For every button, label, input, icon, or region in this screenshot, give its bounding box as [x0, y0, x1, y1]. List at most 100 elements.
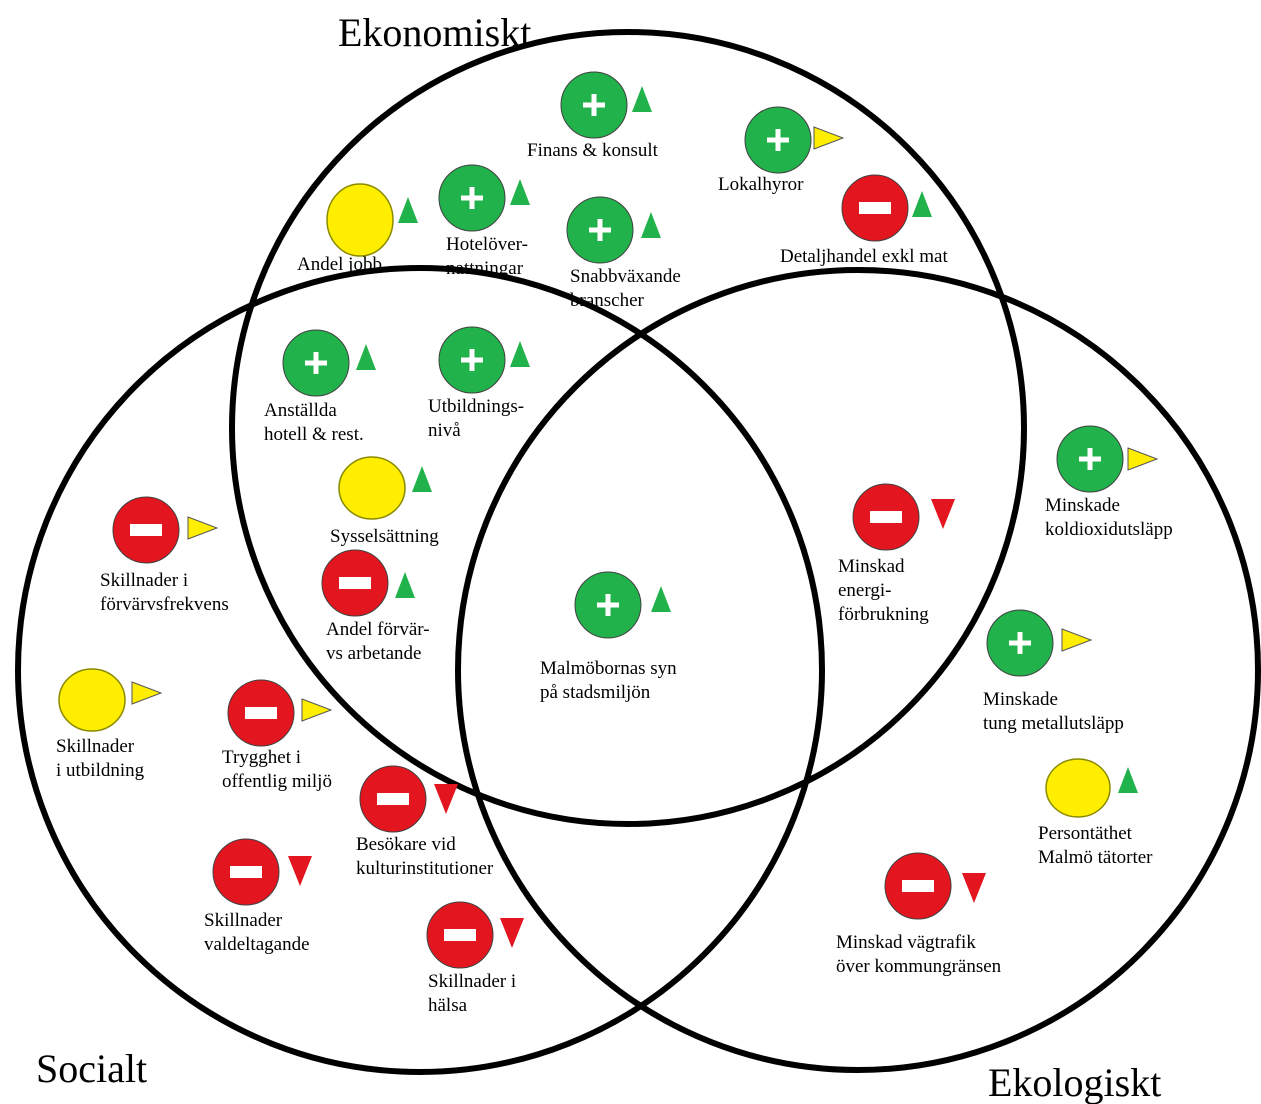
triangle-up-icon	[510, 179, 530, 205]
minus-bar	[444, 929, 476, 941]
indicator-label: förbrukning	[838, 604, 929, 625]
triangle-up-icon	[651, 586, 671, 612]
triangle-right-icon	[131, 681, 163, 705]
indicator-andel-jobb: Andel jobb	[297, 183, 418, 275]
indicator-label: på stadsmiljön	[540, 682, 651, 703]
minus-bar	[130, 524, 162, 536]
indicator-label: över kommungränsen	[836, 956, 1002, 977]
indicator-halsa: Skillnader i hälsa	[426, 901, 524, 1016]
circle-social	[15, 265, 825, 1075]
triangle-right-icon	[813, 126, 845, 150]
indicator-label: Snabbväxande	[570, 266, 681, 287]
circle-economic	[229, 29, 1027, 827]
label-social: Socialt	[36, 1046, 147, 1091]
indicator-koldioxid: Minskade koldioxidutsläpp	[1045, 425, 1173, 540]
triangle-up-icon	[1118, 767, 1138, 793]
indicator-label: kulturinstitutioner	[356, 858, 494, 879]
indicator-trygghet: Trygghet i offentlig miljö	[222, 679, 333, 792]
plus-vertical-bar	[597, 219, 603, 241]
indicator-label: Minskad	[838, 556, 905, 577]
indicator-label: Malmöbornas syn	[540, 658, 677, 679]
label-ecological: Ekologiskt	[988, 1060, 1161, 1104]
minus-bar	[377, 793, 409, 805]
indicator-label: Utbildnings-	[428, 396, 524, 417]
indicator-finans: Finans & konsult	[527, 71, 659, 161]
indicator-label: Anställda	[264, 400, 337, 421]
indicator-label: Besökare vid	[356, 834, 456, 855]
indicator-utbildning: Utbildnings-nivå	[428, 326, 530, 441]
minus-bar	[245, 707, 277, 719]
indicator-label: hälsa	[428, 995, 468, 1016]
triangle-up-icon	[510, 341, 530, 367]
indicator-label: koldioxidutsläpp	[1045, 519, 1173, 540]
indicator-label: Trygghet i	[222, 747, 301, 768]
indicator-andel-forv: Andel förvär-vs arbetande	[321, 549, 430, 664]
triangle-up-icon	[395, 572, 415, 598]
neutral-circle-icon	[58, 668, 126, 732]
neutral-circle-icon	[326, 183, 394, 257]
indicator-label: Malmö tätorter	[1038, 847, 1153, 868]
triangle-down-icon	[962, 873, 986, 903]
indicator-anstallda: Anställda hotell & rest.	[264, 329, 376, 445]
indicator-label: Finans & konsult	[527, 140, 659, 161]
plus-vertical-bar	[775, 129, 781, 151]
triangle-down-icon	[288, 856, 312, 886]
indicator-label: Persontäthet	[1038, 823, 1133, 844]
indicator-label: branscher	[570, 290, 645, 311]
indicator-label: Skillnader i	[428, 971, 516, 992]
triangle-up-icon	[356, 344, 376, 370]
minus-bar	[902, 880, 934, 892]
plus-vertical-bar	[1017, 632, 1023, 654]
circle-ecological	[455, 267, 1261, 1073]
label-economic: Ekonomiskt	[338, 10, 531, 55]
triangle-down-icon	[500, 918, 524, 948]
indicator-label: nivå	[428, 420, 461, 441]
indicator-label: Sysselsättning	[330, 526, 439, 547]
plus-vertical-bar	[1087, 448, 1093, 470]
indicator-label: Skillnader	[56, 736, 135, 757]
indicator-label: Hotelöver-	[446, 234, 528, 255]
neutral-circle-icon	[338, 456, 406, 520]
indicator-label: i utbildning	[56, 760, 145, 781]
indicator-lokalhyror: Lokalhyror	[718, 106, 845, 195]
indicator-label: Skillnader	[204, 910, 283, 931]
triangle-right-icon	[187, 516, 219, 540]
indicator-label: Andel förvär-	[326, 619, 430, 640]
triangle-up-icon	[412, 466, 432, 492]
plus-vertical-bar	[605, 594, 611, 616]
indicator-label: nattningar	[446, 258, 524, 279]
plus-vertical-bar	[469, 187, 475, 209]
triangle-up-icon	[912, 191, 932, 217]
triangle-right-icon	[1061, 628, 1093, 652]
indicator-label: Lokalhyror	[718, 174, 804, 195]
indicator-malmo-syn: Malmöbornas syn på stadsmiljön	[540, 571, 677, 703]
triangle-down-icon	[434, 784, 458, 814]
indicator-syssels: Sysselsättning	[330, 456, 439, 547]
indicator-label: offentlig miljö	[222, 771, 332, 792]
indicator-snabb: Snabbväxande branscher	[566, 196, 681, 311]
minus-bar	[230, 866, 262, 878]
minus-bar	[339, 577, 371, 589]
triangle-up-icon	[641, 212, 661, 238]
minus-bar	[870, 511, 902, 523]
indicator-label: Minskade	[983, 689, 1058, 710]
triangle-up-icon	[632, 86, 652, 112]
indicator-label: Minskade	[1045, 495, 1120, 516]
triangle-right-icon	[1127, 447, 1159, 471]
indicator-besokare: Besökare vid kulturinstitutioner	[356, 765, 494, 879]
indicator-detaljhandel: Detaljhandel exkl mat	[780, 174, 948, 267]
minus-bar	[859, 202, 891, 214]
neutral-circle-icon	[1045, 758, 1111, 818]
indicator-label: hotell & rest.	[264, 424, 364, 445]
indicator-label: förvärvsfrekvens	[100, 594, 229, 615]
indicator-label: Andel jobb	[297, 254, 382, 275]
